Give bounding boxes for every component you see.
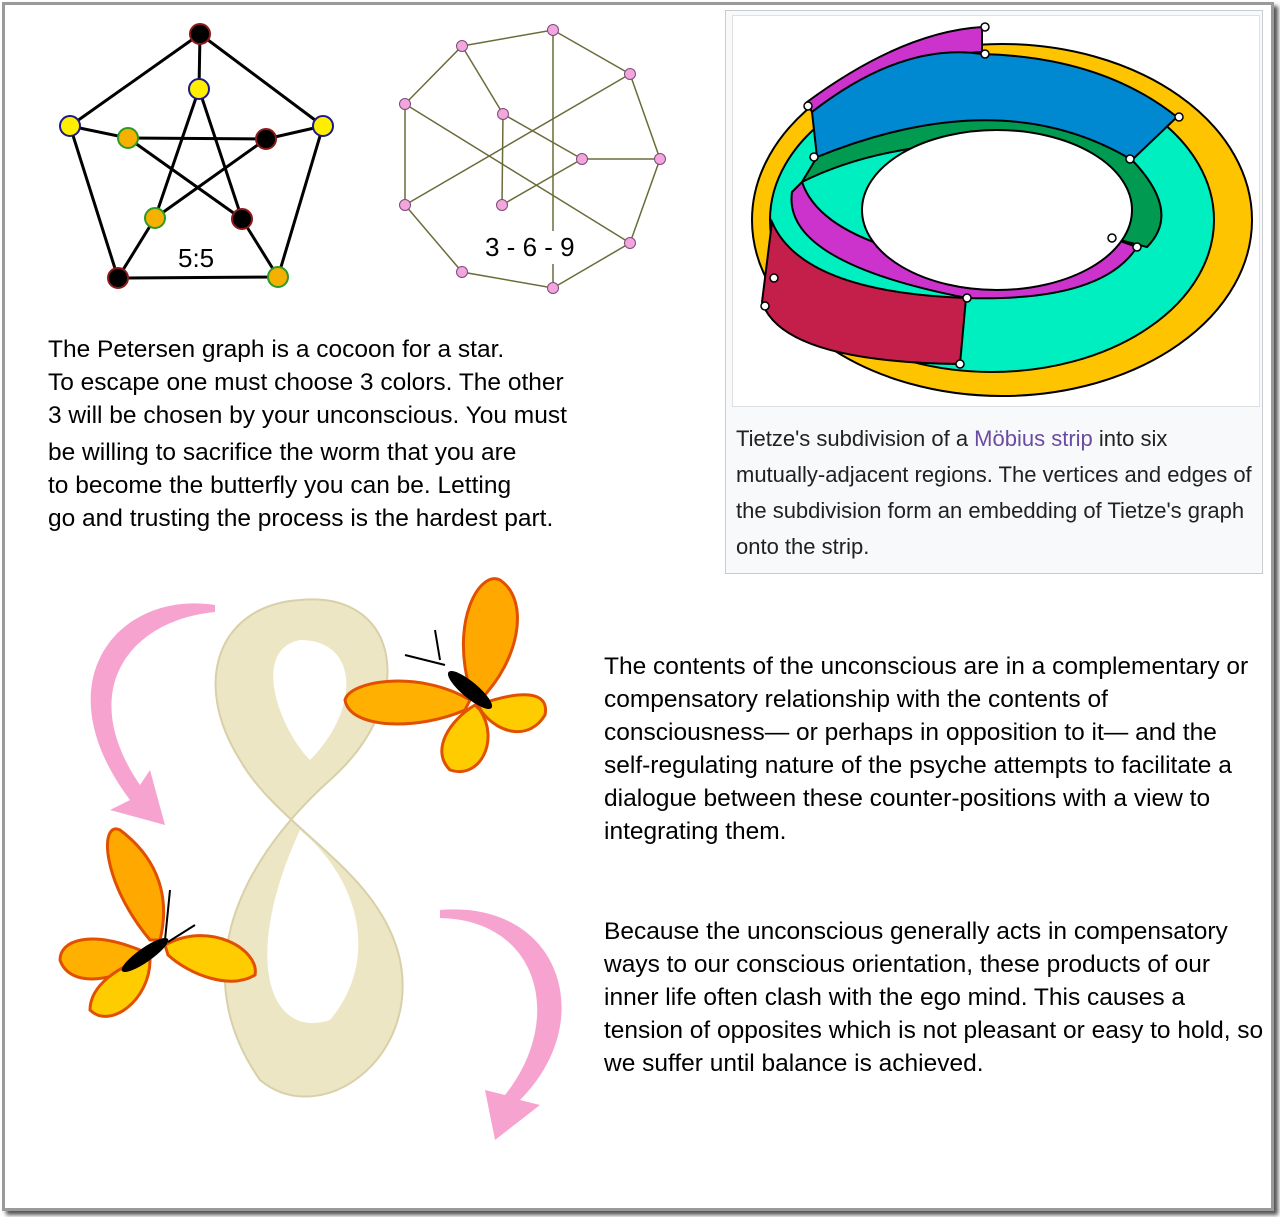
nonagon-graph bbox=[399, 24, 666, 294]
caption-text: Tietze's subdivision of a bbox=[736, 426, 975, 451]
intro-line: 3 will be chosen by your unconscious. Yo… bbox=[48, 402, 567, 429]
petersen-graph bbox=[59, 23, 334, 289]
butterfly-top bbox=[343, 577, 548, 774]
nonagon-label: 3 - 6 - 9 bbox=[485, 231, 575, 264]
pink-arrow-bottom bbox=[440, 909, 562, 1140]
caption-text: into six mutually-adjacent regions. The … bbox=[736, 426, 1252, 559]
infinity-butterflies-illustration bbox=[58, 577, 562, 1140]
intro-line: The Petersen graph is a cocoon for a sta… bbox=[48, 336, 505, 363]
mobius-strip-image bbox=[751, 22, 1253, 397]
petersen-label: 5:5 bbox=[178, 243, 215, 273]
intro-line: be willing to sacrifice the worm that yo… bbox=[48, 439, 517, 466]
intro-text: The Petersen graph is a cocoon for a sta… bbox=[48, 333, 567, 535]
body-paragraph-2: Because the unconscious generally acts i… bbox=[604, 918, 1264, 1077]
butterfly-bottom bbox=[58, 827, 257, 1018]
pink-arrow-top bbox=[90, 603, 215, 825]
mobius-strip-link[interactable]: Möbius strip bbox=[974, 426, 1093, 451]
intro-line: To escape one must choose 3 colors. The … bbox=[48, 369, 564, 396]
mobius-image-frame bbox=[732, 15, 1260, 407]
mobius-caption: Tietze's subdivision of a Möbius strip i… bbox=[736, 421, 1256, 565]
intro-line: go and trusting the process is the harde… bbox=[48, 505, 554, 532]
mobius-figure-eight bbox=[214, 598, 404, 1098]
intro-line: to become the butterfly you can be. Lett… bbox=[48, 472, 512, 499]
body-paragraph-1: The contents of the unconscious are in a… bbox=[604, 653, 1249, 845]
mobius-figure: Tietze's subdivision of a Möbius strip i… bbox=[725, 10, 1263, 574]
